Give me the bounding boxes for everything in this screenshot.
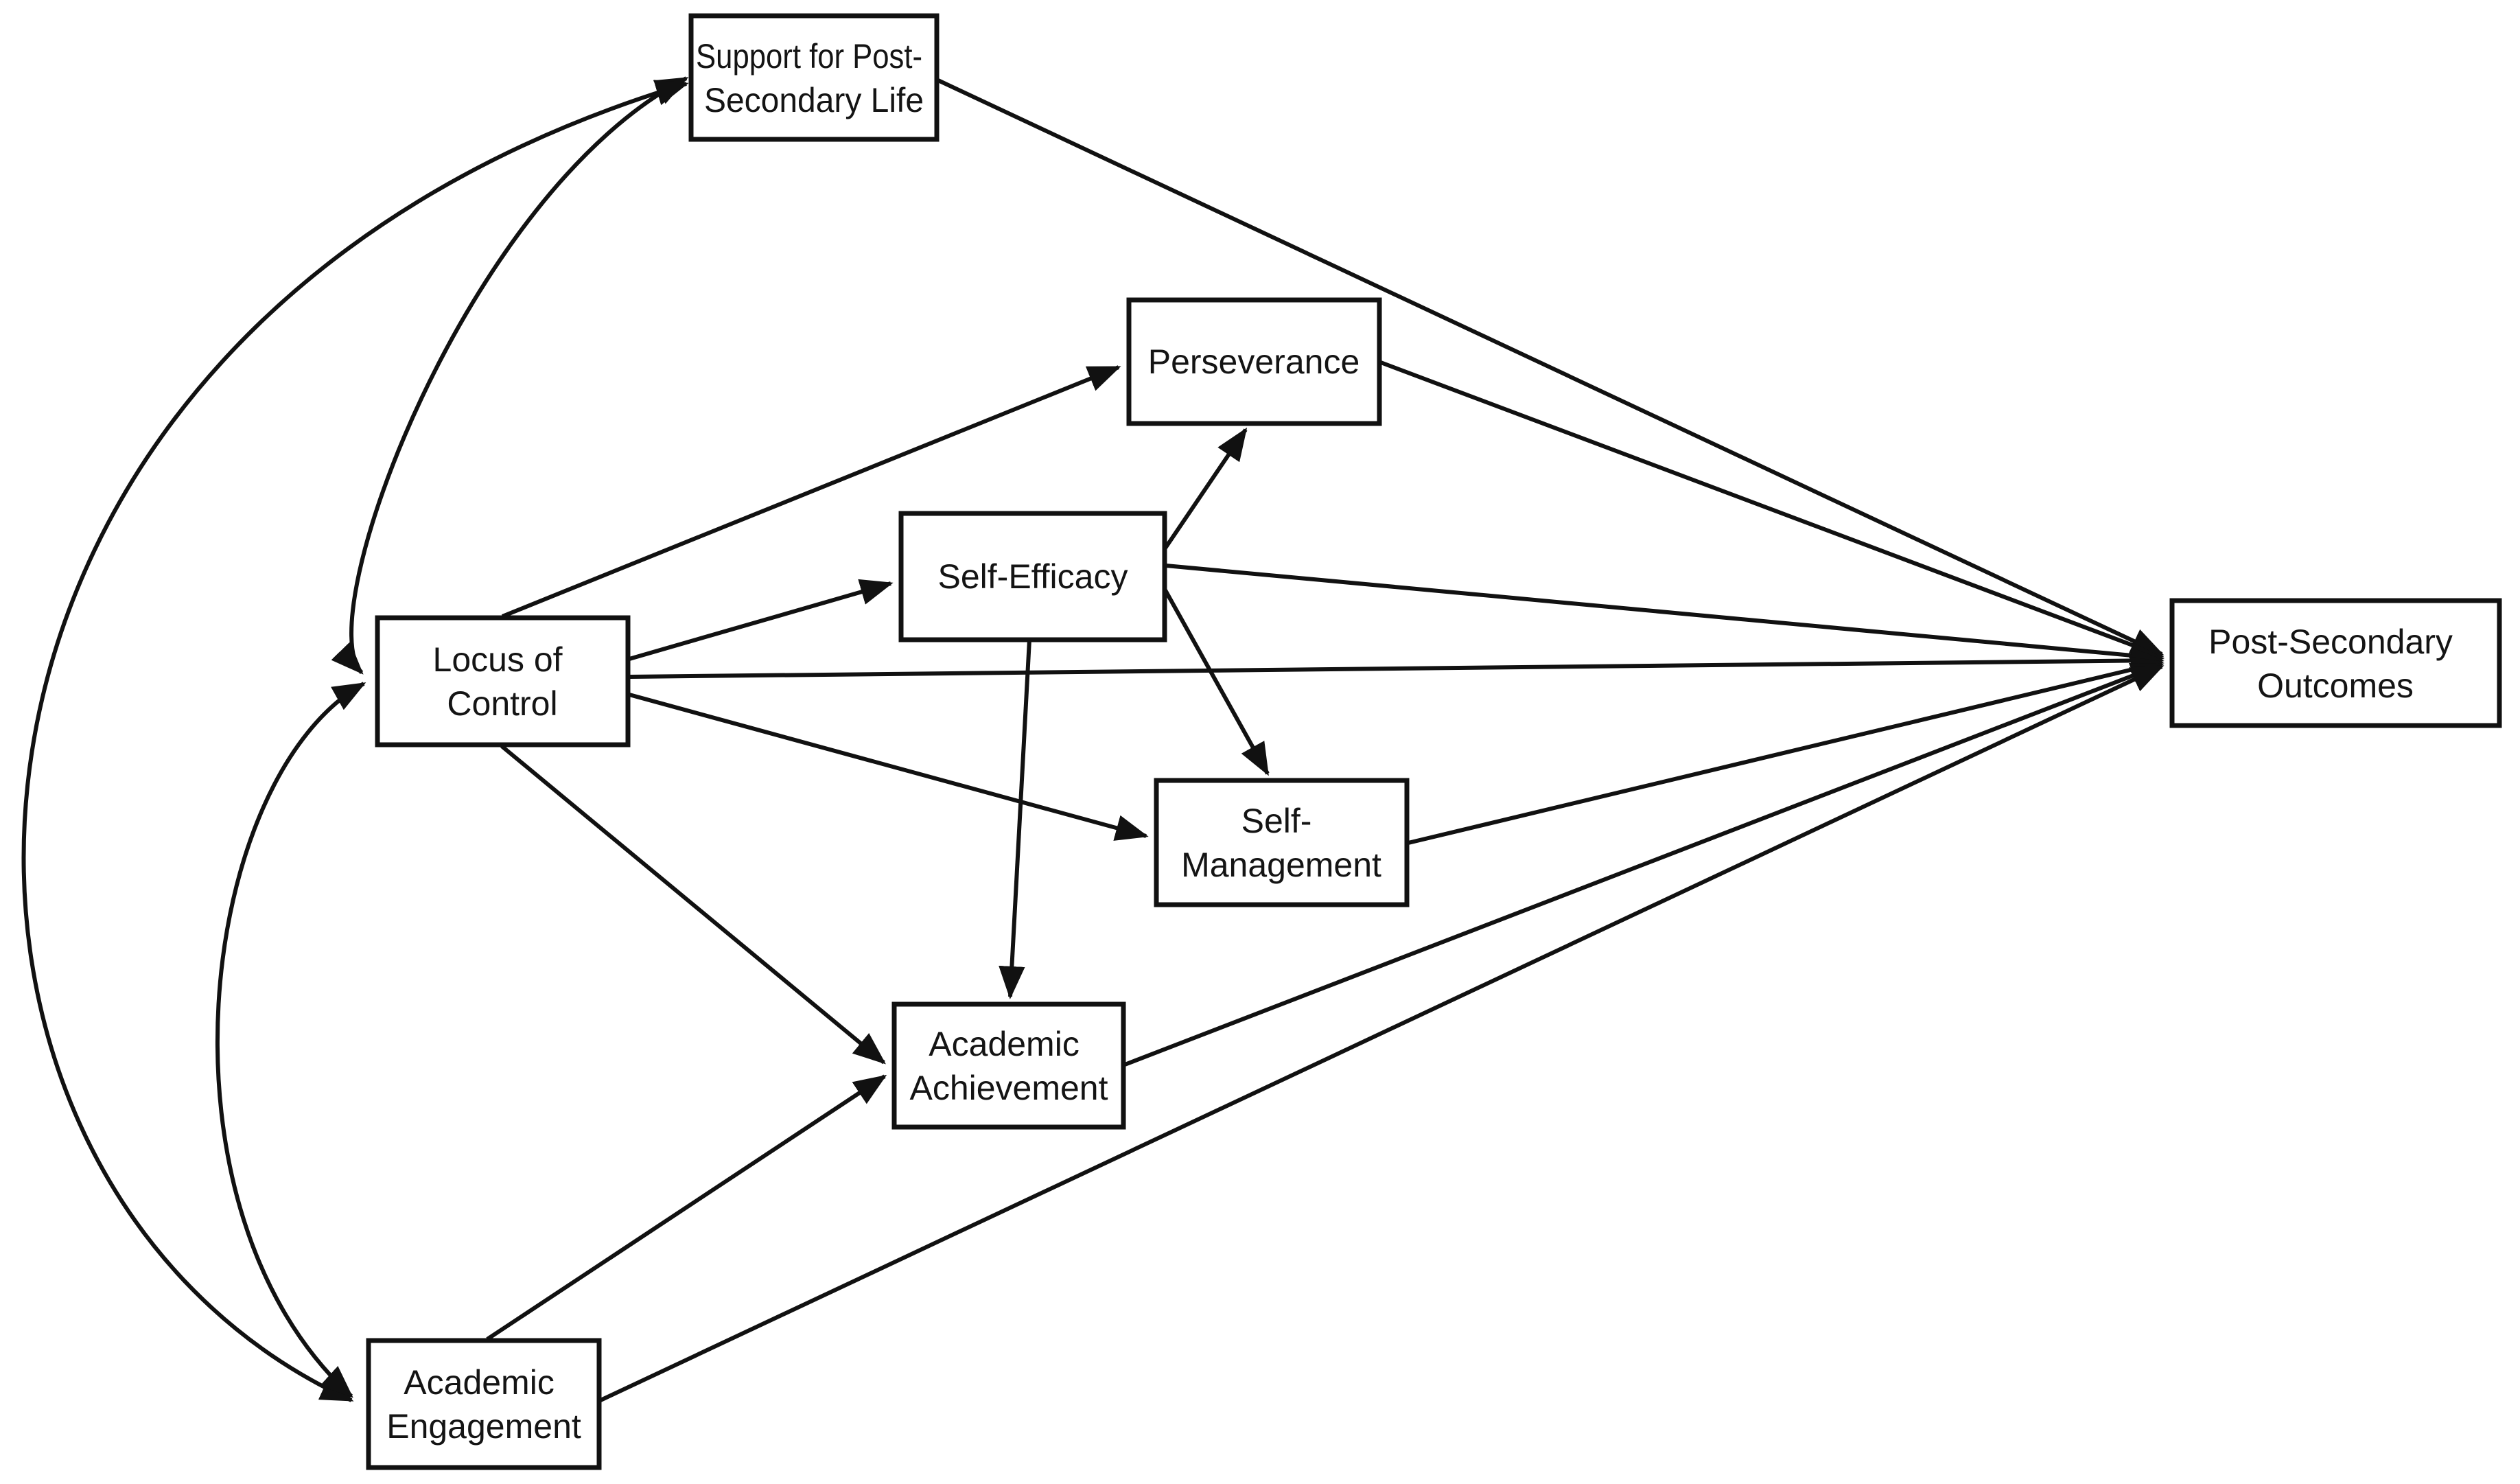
- edge-correlation-locus-academic-engagement: [215, 682, 366, 1398]
- edge-locus-to-academic-achievement: [500, 744, 886, 1065]
- node-label: Post-Secondary Outcomes: [2208, 623, 2462, 705]
- edge-self-efficacy-to-self-management: [1163, 588, 1270, 776]
- node-label: Academic Achievement: [909, 1025, 1108, 1107]
- edge-perseverance-to-outcomes: [1379, 360, 2165, 658]
- edge-correlation-support-academic-engagement: [21, 80, 689, 1402]
- node-academic-achievement: Academic Achievement: [891, 1001, 1126, 1130]
- edge-locus-to-outcomes: [629, 647, 2165, 679]
- node-locus-of-control: Locus of Control: [375, 615, 631, 747]
- edge-support-to-outcomes: [937, 78, 2165, 656]
- node-label: Support for Post- Secondary Life: [696, 37, 932, 119]
- node-label: Locus of Control: [433, 640, 572, 723]
- node-label: Academic Engagement: [386, 1363, 581, 1446]
- node-self-efficacy: Self-Efficacy: [898, 511, 1167, 642]
- node-box: [898, 511, 1167, 642]
- edge-self-management-to-outcomes: [1408, 656, 2165, 845]
- node-box: [688, 13, 940, 142]
- edge-academic-engagement-to-academic-achievement: [486, 1074, 887, 1341]
- edge-academic-engagement-to-outcomes: [599, 664, 2165, 1402]
- edge-academic-achievement-to-outcomes: [1123, 662, 2165, 1067]
- edge-locus-to-self-management: [629, 693, 1149, 841]
- node-box: [375, 615, 631, 747]
- edge-locus-to-self-efficacy: [629, 579, 894, 661]
- node-box: [1126, 297, 1382, 426]
- edges-layer: [21, 76, 2165, 1402]
- node-label: Self-Efficacy: [938, 557, 1128, 596]
- node-perseverance: Perseverance: [1126, 297, 1382, 426]
- node-academic-engagement: Academic Engagement: [366, 1338, 602, 1470]
- node-label: Self- Management: [1181, 802, 1381, 884]
- node-self-management: Self- Management: [1154, 778, 1410, 907]
- edge-correlation-support-locus: [331, 76, 689, 675]
- node-box: [891, 1001, 1126, 1130]
- node-support-for-post-secondary-life: Support for Post- Secondary Life: [688, 13, 940, 142]
- edge-self-efficacy-to-academic-achievement: [999, 639, 1031, 999]
- node-label: Perseverance: [1148, 343, 1360, 381]
- edge-self-efficacy-to-outcomes: [1165, 564, 2165, 669]
- node-box: [366, 1338, 602, 1470]
- node-box: [1154, 778, 1410, 907]
- edge-self-efficacy-to-perseverance: [1163, 427, 1248, 550]
- node-post-secondary-outcomes: Post-Secondary Outcomes: [2169, 598, 2502, 728]
- node-box: [2169, 598, 2502, 728]
- nodes-layer: Support for Post- Secondary Life Perseve…: [366, 13, 2502, 1470]
